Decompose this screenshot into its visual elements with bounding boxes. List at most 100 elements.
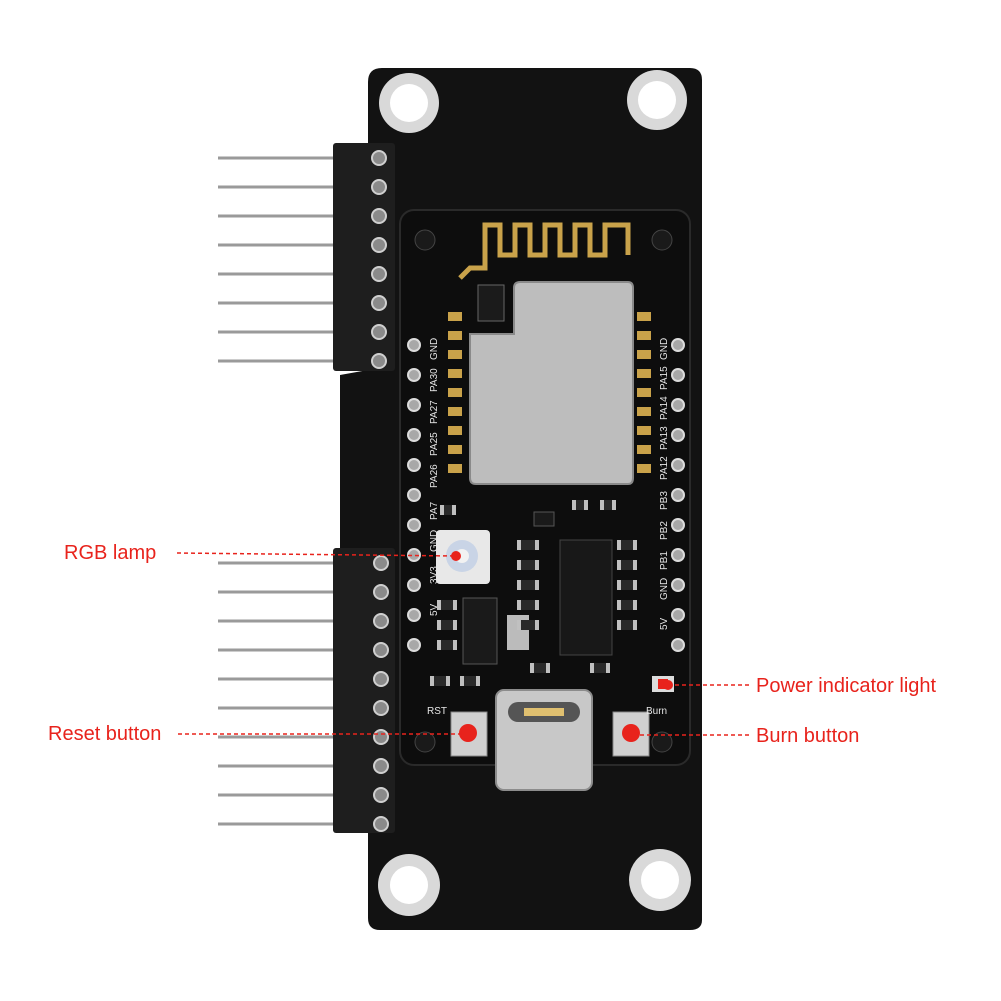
edge-pin-left xyxy=(407,488,421,502)
solder-joint xyxy=(373,700,389,716)
module-pad-right xyxy=(637,464,651,473)
module-pad-right xyxy=(637,426,651,435)
smd-body xyxy=(530,663,550,673)
edge-pin-right xyxy=(671,608,685,622)
edge-pin-right xyxy=(671,548,685,562)
solder-joint xyxy=(371,208,387,224)
smd-part xyxy=(572,500,588,510)
smd-lead xyxy=(453,640,457,650)
rgb-lamp-dot xyxy=(451,551,461,561)
callout-power-indicator: Power indicator light xyxy=(756,675,937,697)
smd-lead xyxy=(617,620,621,630)
smd-lead xyxy=(460,676,464,686)
smd-part xyxy=(440,505,456,515)
smd-lead xyxy=(617,560,621,570)
solder-joint xyxy=(371,324,387,340)
smd-lead xyxy=(535,560,539,570)
pcb-antenna xyxy=(458,222,631,280)
rgb-lamp xyxy=(436,530,490,584)
smd-body xyxy=(437,620,457,630)
silk-left-pin-label: PA26 xyxy=(429,464,440,488)
edge-pin-left xyxy=(407,338,421,352)
module-pad-left xyxy=(448,445,462,454)
smd-part xyxy=(600,500,616,510)
edge-pin-left xyxy=(407,518,421,532)
silk-right-pin-label: GND xyxy=(659,578,670,600)
smd-body xyxy=(430,676,450,686)
silk-left-pin-label: 3V3 xyxy=(429,566,440,584)
wifi-module-shield xyxy=(469,281,634,485)
smd-part xyxy=(617,620,637,630)
carrier-hole-tl xyxy=(414,229,436,251)
silk-rst-label: RST xyxy=(427,706,447,717)
smd-body xyxy=(437,600,457,610)
smd-body xyxy=(440,505,456,515)
silk-right-pin-label: PA14 xyxy=(659,396,670,420)
edge-pin-left xyxy=(407,608,421,622)
header-strip-top xyxy=(333,143,395,371)
solder-joint xyxy=(373,642,389,658)
edge-pin-right xyxy=(671,428,685,442)
solder-joint xyxy=(373,816,389,832)
solder-joint xyxy=(371,179,387,195)
smd-lead xyxy=(517,620,521,630)
smd-part xyxy=(517,620,539,630)
module-small-chip xyxy=(477,284,505,322)
smd-lead xyxy=(430,676,434,686)
smd-body xyxy=(517,600,539,610)
module-pad-left xyxy=(448,407,462,416)
usb-c-connector xyxy=(495,689,593,791)
pin-header-top xyxy=(218,156,378,363)
edge-pin-right xyxy=(671,398,685,412)
header-solder-joints xyxy=(371,150,389,832)
silk-right-pin-label: GND xyxy=(659,338,670,360)
smd-body xyxy=(572,500,588,510)
module-castellated-pads xyxy=(448,312,651,473)
module-pad-left xyxy=(448,331,462,340)
solder-joint xyxy=(371,353,387,369)
solder-joint xyxy=(373,671,389,687)
module-pad-right xyxy=(637,312,651,321)
silk-left-pin-label: GND xyxy=(429,530,440,552)
solder-joint xyxy=(371,150,387,166)
carrier-hole-br xyxy=(651,731,673,753)
smd-body xyxy=(590,663,610,673)
smd-lead xyxy=(437,600,441,610)
smd-lead xyxy=(453,600,457,610)
module-pad-right xyxy=(637,388,651,397)
smd-lead xyxy=(517,540,521,550)
module-pad-left xyxy=(448,426,462,435)
smd-lead xyxy=(633,560,637,570)
silk-burn-label: Burn xyxy=(646,706,667,717)
smd-body xyxy=(617,540,637,550)
silk-right-pin-label: PA15 xyxy=(659,366,670,390)
smd-body xyxy=(600,500,616,510)
edge-pin-right xyxy=(671,638,685,652)
callout-reset-button: Reset button xyxy=(48,723,162,745)
smd-body xyxy=(617,580,637,590)
smd-lead xyxy=(546,663,550,673)
solder-joint xyxy=(371,237,387,253)
edge-pin-right xyxy=(671,518,685,532)
smd-lead xyxy=(437,640,441,650)
edge-pin-right xyxy=(671,488,685,502)
smd-lead xyxy=(600,500,604,510)
smd-part xyxy=(517,560,539,570)
silk-left-pin-label: PA30 xyxy=(429,368,440,392)
module-pad-left xyxy=(448,312,462,321)
smd-body xyxy=(437,640,457,650)
silk-left-pin-label: PA25 xyxy=(429,432,440,456)
silk-right-pin-label: PB3 xyxy=(659,491,670,510)
smd-lead xyxy=(633,540,637,550)
edge-pin-left xyxy=(407,428,421,442)
mount-hole-top-right xyxy=(627,70,687,130)
edge-pin-left xyxy=(407,398,421,412)
module-pad-right xyxy=(637,331,651,340)
smd-lead xyxy=(612,500,616,510)
smd-part xyxy=(460,676,480,686)
module-pad-right xyxy=(637,407,651,416)
smd-body xyxy=(517,580,539,590)
smd-part xyxy=(437,640,457,650)
burn-button-dot xyxy=(628,730,638,740)
